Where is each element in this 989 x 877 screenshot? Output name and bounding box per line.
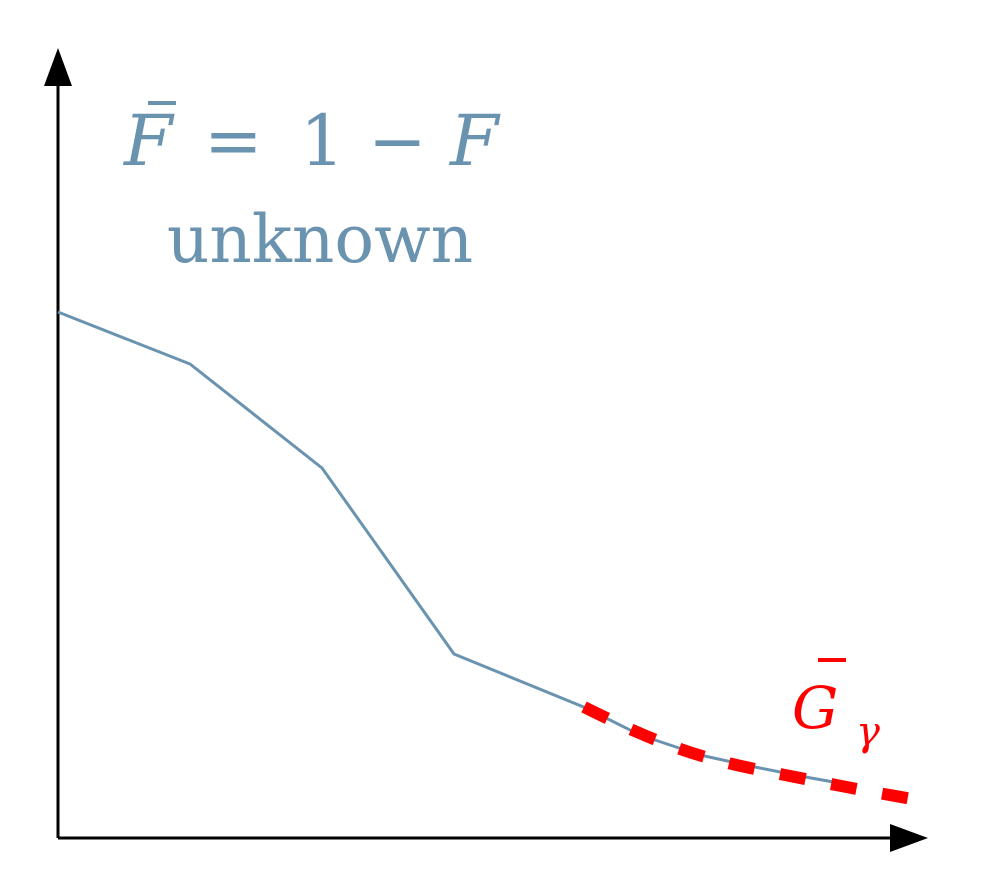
formula-minus: − [368,100,427,182]
y-axis-arrowhead [44,48,72,86]
tail-label-symbol: G [792,674,838,742]
tail-label: G γ [792,658,880,755]
tail-label-subscript: γ [856,709,880,755]
unknown-caption: unknown [167,201,473,278]
x-axis-arrowhead [890,824,928,852]
formula-equals: = [204,100,263,182]
formula-annotation: F = 1 − F [122,100,501,182]
tail-approximation-curve [581,701,931,808]
survival-curve [57,310,851,787]
axes [56,80,895,840]
formula-one: 1 [300,100,345,182]
formula-rhs: F [448,100,501,182]
formula-lhs: F [122,100,175,182]
